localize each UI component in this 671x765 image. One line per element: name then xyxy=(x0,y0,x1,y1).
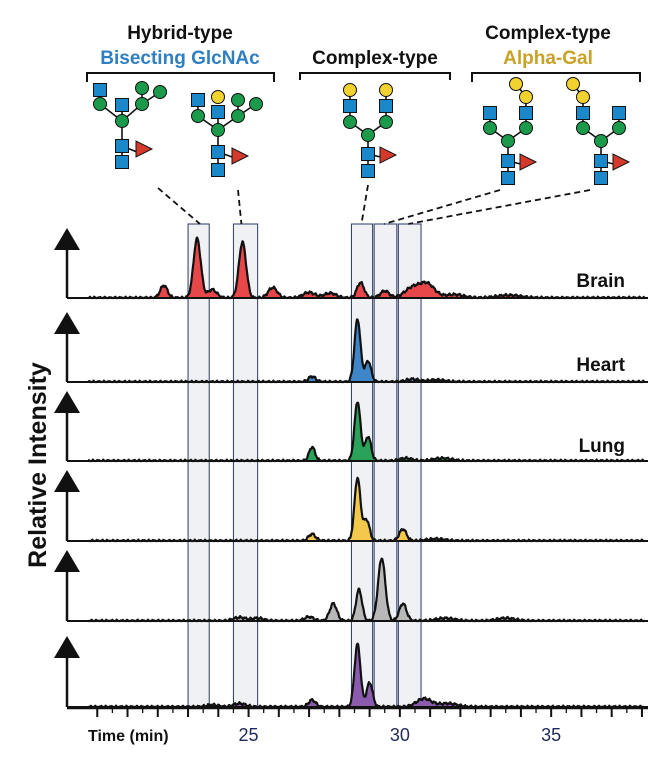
glcnac-square xyxy=(191,93,205,107)
mannose-circle xyxy=(231,109,245,123)
mannose-circle xyxy=(594,134,608,148)
glcnac-square xyxy=(343,99,357,113)
mannose-circle xyxy=(249,97,263,111)
glcnac-square xyxy=(576,106,590,120)
mannose-circle xyxy=(153,85,167,99)
trace-lung: Lung xyxy=(54,391,648,463)
trace-brain: Brain xyxy=(54,228,648,300)
glcnac-square xyxy=(211,105,225,119)
group-label-hybrid-line1: Hybrid-type xyxy=(127,23,233,44)
galactose-circle xyxy=(211,90,225,104)
x-axis-label: Time (min) xyxy=(88,728,169,745)
trace-sample-3 xyxy=(54,470,648,543)
y-axis-label: Relative Intensity xyxy=(24,362,52,568)
group-label-complex-line1: Complex-type xyxy=(312,48,438,69)
bracket-hybrid xyxy=(86,72,275,82)
highlight-windows xyxy=(187,223,422,709)
glcnac-square xyxy=(211,163,225,177)
mannose-circle xyxy=(93,97,107,111)
glcnac-square xyxy=(361,147,375,161)
galactose-circle xyxy=(576,90,590,104)
y-axis-arrow-head xyxy=(54,636,80,658)
group-label-complex: Complex-type xyxy=(312,48,438,69)
fucose-triangle xyxy=(379,146,398,164)
bracket-complex xyxy=(299,72,451,80)
trace-fill xyxy=(88,319,645,382)
galactose-circle xyxy=(509,77,523,91)
glcnac-square xyxy=(501,171,515,185)
leader-line-4 xyxy=(408,189,591,225)
galactose-circle xyxy=(519,90,533,104)
fucose-triangle xyxy=(519,153,538,171)
galactose-circle xyxy=(566,77,580,91)
glcnac-square xyxy=(379,99,393,113)
mannose-circle xyxy=(135,97,149,111)
trace-fill xyxy=(88,237,645,298)
mannose-circle xyxy=(612,121,626,135)
y-axis-arrow-head xyxy=(54,470,80,492)
leader-line-3 xyxy=(383,189,501,225)
group-label-hybrid-line2: Bisecting GlcNAc xyxy=(100,48,260,69)
mannose-circle xyxy=(576,121,590,135)
glcnac-square xyxy=(93,83,107,97)
leader-line-2 xyxy=(360,184,369,225)
mannose-circle xyxy=(379,115,393,129)
group-label-alphagal-line2: Alpha-Gal xyxy=(503,48,593,69)
x-tick-label: 25 xyxy=(239,725,259,745)
group-brackets xyxy=(86,72,641,82)
trace-sample-4 xyxy=(54,550,648,623)
highlight-window-1 xyxy=(232,223,259,709)
x-axis: 25 30 35 xyxy=(67,706,648,745)
y-axis-arrow-head xyxy=(54,312,80,334)
galactose-circle xyxy=(343,83,357,97)
trace-fill xyxy=(88,402,645,461)
fucose-triangle xyxy=(135,140,154,158)
bracket-alphagal xyxy=(471,72,641,82)
trace-label-lung: Lung xyxy=(579,436,625,457)
glcnac-square xyxy=(361,164,375,178)
group-label-alphagal-line1: Complex-type xyxy=(485,23,611,44)
mannose-circle xyxy=(231,93,245,107)
trace-label-heart: Heart xyxy=(576,355,625,376)
group-label-hybrid: Hybrid-type Bisecting GlcNAc xyxy=(100,23,260,69)
mannose-circle xyxy=(191,109,205,123)
trace-fill xyxy=(88,477,645,541)
glcnac-square xyxy=(115,155,129,169)
glcnac-square xyxy=(519,106,533,120)
mannose-circle xyxy=(519,121,533,135)
glcnac-square xyxy=(612,106,626,120)
fucose-triangle xyxy=(612,153,631,171)
mannose-circle xyxy=(135,81,149,95)
glcnac-square xyxy=(211,145,225,159)
fucose-triangle xyxy=(231,147,250,165)
glcnac-square xyxy=(594,171,608,185)
group-label-alphagal: Complex-type Alpha-Gal xyxy=(485,23,611,69)
mannose-circle xyxy=(343,115,357,129)
glycan-structures xyxy=(93,77,631,225)
mannose-circle xyxy=(483,121,497,135)
glcnac-square xyxy=(483,106,497,120)
y-axis-arrow-head xyxy=(54,391,80,413)
galactose-circle xyxy=(379,83,393,97)
trace-label-brain: Brain xyxy=(576,271,625,292)
leader-line-0 xyxy=(157,187,201,225)
y-axis-arrow-head xyxy=(54,550,80,572)
glcnac-square xyxy=(501,154,515,168)
glcnac-square xyxy=(115,98,129,112)
x-tick-label: 35 xyxy=(541,725,561,745)
trace-heart: Heart xyxy=(54,312,648,384)
mannose-circle xyxy=(501,134,515,148)
x-tick-label: 30 xyxy=(390,725,410,745)
glcnac-square xyxy=(594,154,608,168)
mannose-circle xyxy=(361,128,375,142)
glcnac-square xyxy=(115,139,129,153)
leader-line-1 xyxy=(237,189,243,225)
mannose-circle xyxy=(115,114,129,128)
y-axis-arrow-head xyxy=(54,228,80,250)
mannose-circle xyxy=(211,123,225,137)
